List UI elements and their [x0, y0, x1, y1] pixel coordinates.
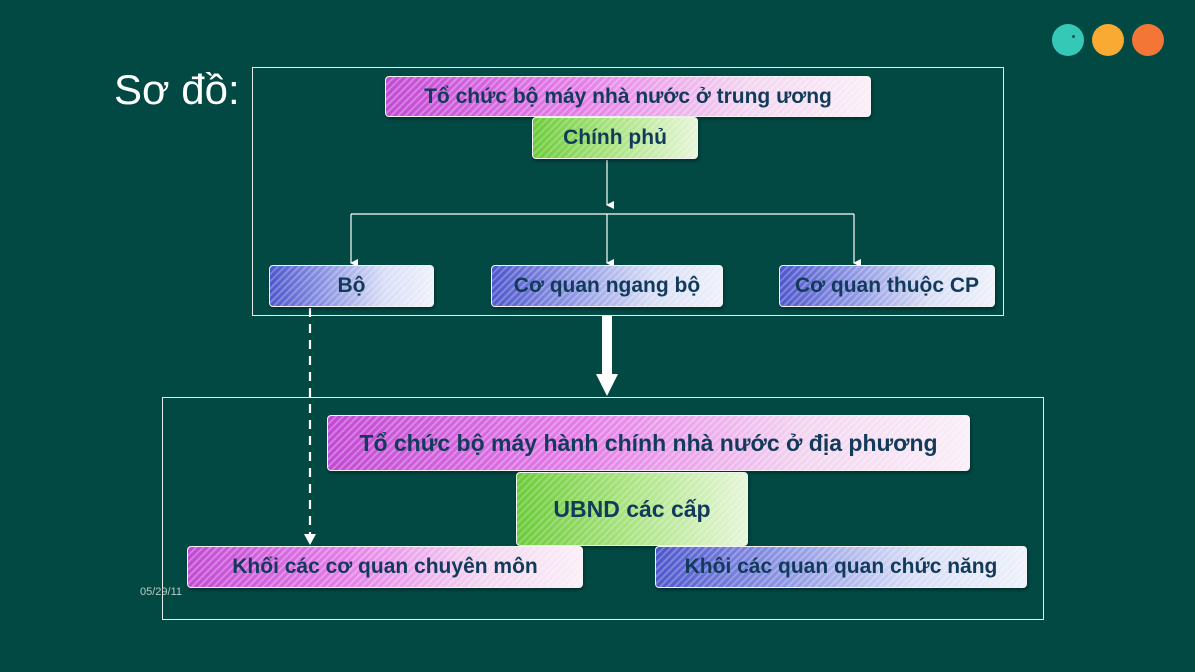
- dashed-link-arrowhead: [304, 534, 316, 545]
- functional-agencies-box: Khôi các quan quan chức năng: [655, 546, 1027, 588]
- red-orange-dot-icon: [1132, 24, 1164, 56]
- specialized-agencies-box: Khối các cơ quan chuyên môn: [187, 546, 583, 588]
- orange-dot-icon: [1092, 24, 1124, 56]
- peoples-committee-box: UBND các cấp: [516, 472, 748, 546]
- teal-dot-icon: [1052, 24, 1084, 56]
- main-down-arrow: [596, 316, 618, 396]
- central-apparatus-box: Tổ chức bộ máy nhà nước ở trung ương: [385, 76, 871, 117]
- slide-heading: Sơ đồ:: [114, 66, 240, 113]
- central-frame: [252, 67, 1004, 316]
- local-apparatus-box: Tổ chức bộ máy hành chính nhà nước ở địa…: [327, 415, 970, 471]
- government-agency-box: Cơ quan thuộc CP: [779, 265, 995, 307]
- government-box: Chính phủ: [532, 117, 698, 159]
- ministry-box: Bộ: [269, 265, 434, 307]
- ministerial-agency-box: Cơ quan ngang bộ: [491, 265, 723, 307]
- slide-date: 05/29/11: [140, 586, 183, 598]
- local-frame: [162, 397, 1044, 620]
